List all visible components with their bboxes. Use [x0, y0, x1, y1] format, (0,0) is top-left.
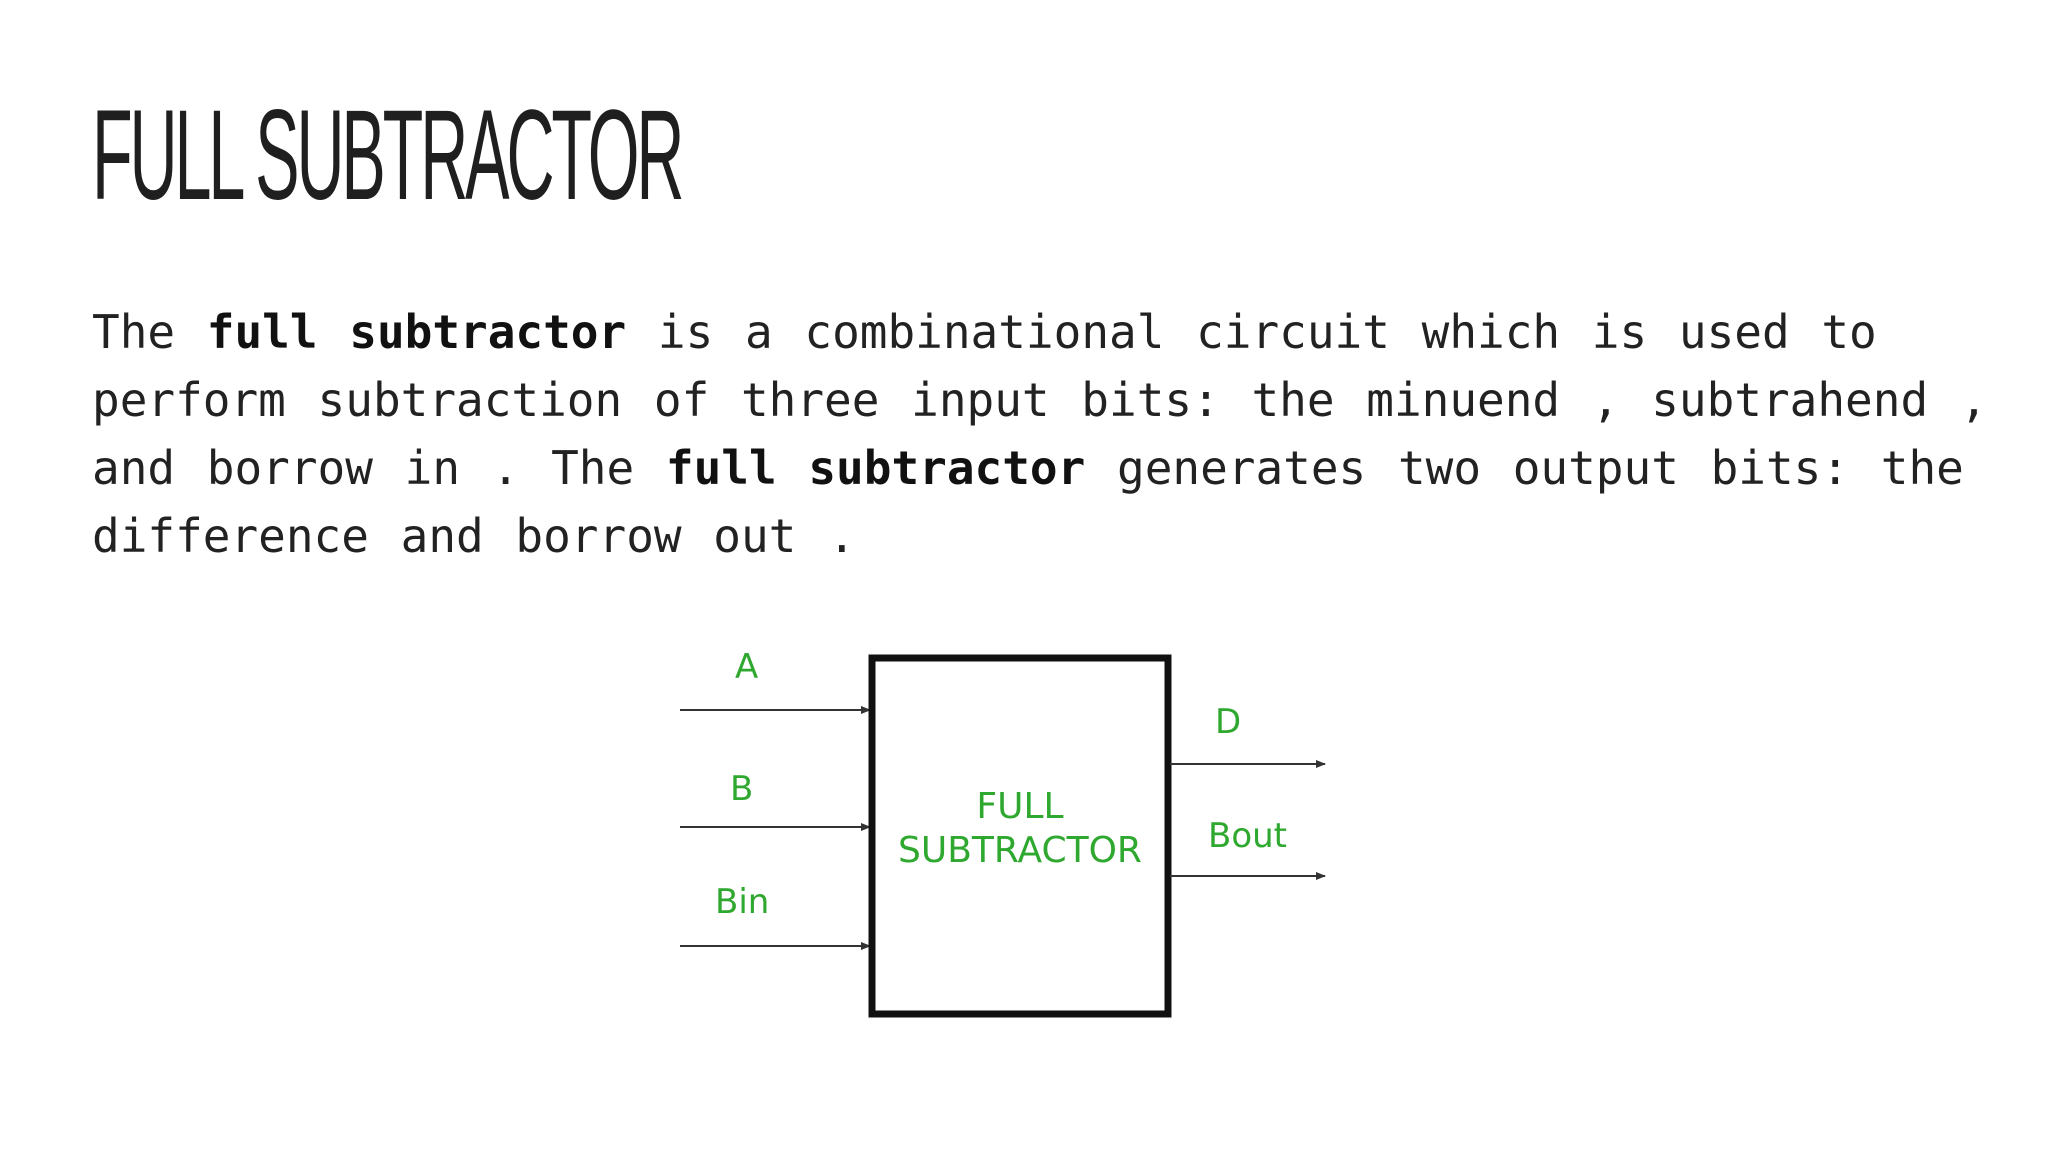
full-subtractor-diagram: A B Bin FULL SUBTRACTOR D Bout [660, 630, 1360, 1030]
paragraph-text-3: generates two output bits: the differenc… [92, 441, 1964, 563]
slide-title: FULL SUBTRACTOR [92, 84, 684, 227]
input-label-bin: Bin [715, 882, 769, 922]
paragraph-bold-1: full subtractor [206, 305, 627, 359]
block-diagram-svg: A B Bin FULL SUBTRACTOR D Bout [680, 647, 1326, 1018]
paragraph-text-2: is a combinational circuit which is used… [92, 305, 1988, 495]
subtractor-block [868, 654, 1172, 1018]
input-label-b: B [730, 769, 753, 809]
block-label-line1: FULL [976, 786, 1063, 827]
paragraph-bold-2: full subtractor [665, 441, 1086, 495]
block-label-line2: SUBTRACTOR [898, 830, 1142, 871]
input-label-a: A [735, 647, 758, 687]
description-paragraph: The full subtractor is a combinational c… [92, 298, 1992, 570]
output-label-d: D [1215, 702, 1241, 742]
paragraph-text-1: The [92, 305, 207, 359]
output-label-bout: Bout [1208, 816, 1287, 856]
